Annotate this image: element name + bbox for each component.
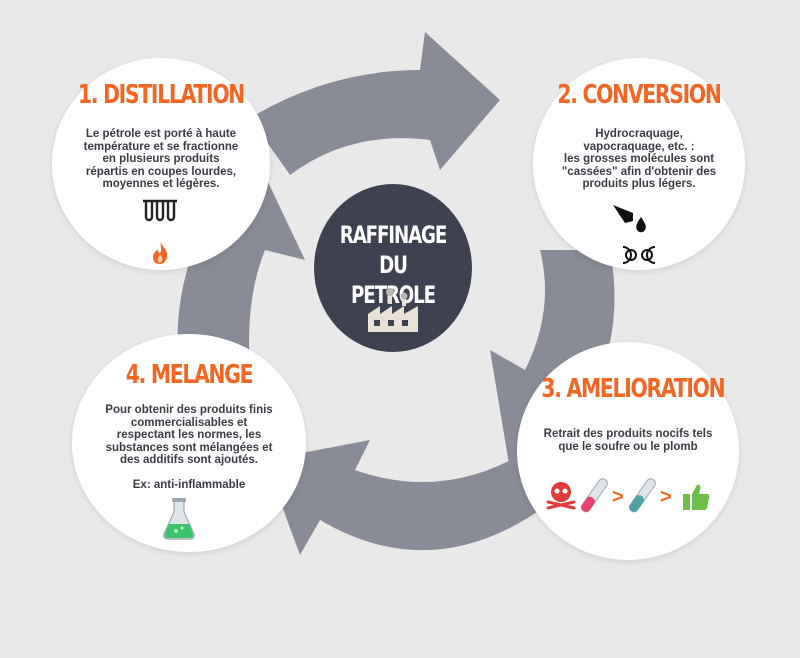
step-description: Hydrocraquage, vapocraquage, etc. : les …: [561, 128, 717, 190]
step-amelioration: 3. AMELIORATION Retrait des produits noc…: [517, 342, 739, 560]
step-description: Le pétrole est porté à haute température…: [83, 128, 239, 190]
flask-icon: [163, 498, 195, 540]
clean-tube-icon: [628, 478, 656, 513]
flame-icon: [153, 242, 168, 264]
step-distillation: 1. DISTILLATION Le pétrole est porté à h…: [52, 58, 270, 270]
dirty-tube-icon: [580, 478, 608, 513]
center-title-line1: RAFFINAGE DU: [339, 221, 448, 279]
arrow-top: [250, 32, 500, 175]
example-text: Ex: anti-inflammable: [132, 478, 246, 491]
step-title: 4. MELANGE: [125, 360, 254, 390]
step-description: Retrait des produits nocifs tels que le …: [543, 428, 713, 453]
test-tubes-icon: [143, 199, 177, 222]
skull-icon: [546, 482, 576, 510]
step-conversion: 2. CONVERSION Hydrocraquage, vapocraquag…: [533, 58, 745, 270]
step-title: 1. DISTILLATION: [77, 80, 245, 110]
arrow-symbol: >: [612, 486, 624, 508]
step-melange: 4. MELANGE Pour obtenir des produits fin…: [72, 334, 306, 552]
factory-icon: [368, 288, 418, 332]
molecules-icon: [622, 246, 656, 264]
thumbs-up-icon: [683, 484, 710, 510]
step-description: Pour obtenir des produits finis commerci…: [88, 404, 290, 491]
center-circle: RAFFINAGE DU PETROLE: [314, 184, 472, 352]
arrow-bottom: [265, 440, 540, 555]
step-title: 2. CONVERSION: [557, 80, 722, 110]
funnel-drop-icon: [613, 205, 646, 233]
center-title: RAFFINAGE DU PETROLE: [333, 220, 453, 310]
center-title-line2: PETROLE: [351, 281, 436, 309]
arrow-symbol: >: [660, 486, 672, 508]
step-title: 3. AMELIORATION: [541, 374, 725, 404]
